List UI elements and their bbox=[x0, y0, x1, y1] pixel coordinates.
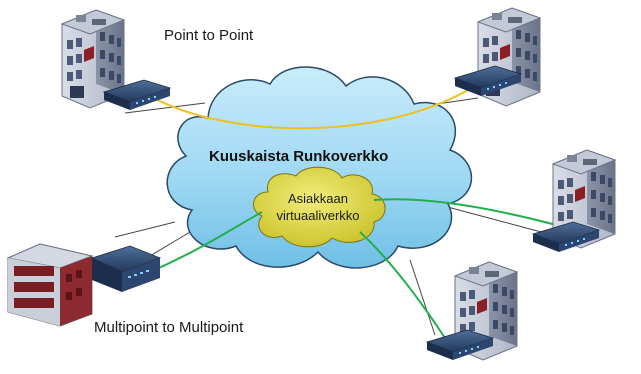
backbone-cloud-title: Kuuskaista Runkoverkko bbox=[209, 148, 389, 165]
multipoint-links bbox=[149, 198, 561, 339]
customer-virtual-network-label: Asiakkaan virtuaaliverkko bbox=[262, 190, 374, 224]
customer-virtual-network-line2: virtuaaliverkko bbox=[276, 208, 360, 223]
headquarters-building-icon bbox=[6, 243, 94, 327]
point-to-point-label: Point to Point bbox=[164, 27, 254, 44]
point-to-point-link bbox=[149, 89, 469, 130]
customer-virtual-network-line1: Asiakkaan bbox=[288, 191, 348, 206]
customer-virtual-network-cloud bbox=[253, 166, 386, 248]
multipoint-label: Multipoint to Multipoint bbox=[94, 319, 244, 336]
network-switch-icon bbox=[90, 245, 162, 292]
